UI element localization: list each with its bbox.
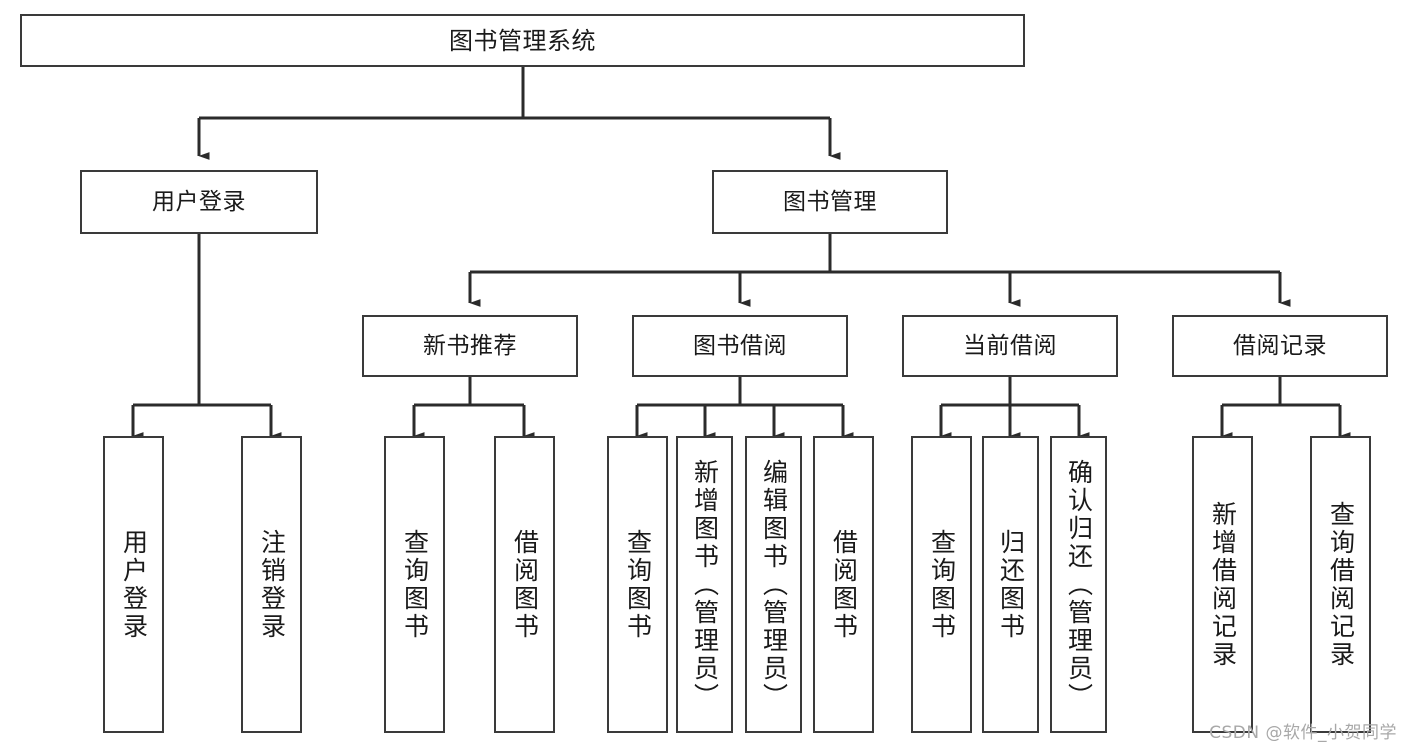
leaf-borrow-book-label: 借阅图书 xyxy=(829,528,859,641)
leaf-edit-book-admin-label: 编辑图书（管理员） xyxy=(759,458,789,711)
leaf-user-login-label: 用户登录 xyxy=(119,528,149,641)
node-current-borrow[interactable]: 当前借阅 xyxy=(902,315,1118,377)
csdn-watermark: CSDN @软件_小贺同学 xyxy=(1209,723,1397,743)
node-borrow-record-label: 借阅记录 xyxy=(1233,332,1327,359)
leaf-logout[interactable]: 注销登录 xyxy=(241,436,302,733)
leaf-query-book-recommend[interactable]: 查询图书 xyxy=(384,436,445,733)
leaf-user-login[interactable]: 用户登录 xyxy=(103,436,164,733)
node-user-login-label: 用户登录 xyxy=(152,188,246,215)
leaf-edit-book-admin[interactable]: 编辑图书（管理员） xyxy=(745,436,802,733)
leaf-add-borrow-record-label: 新增借阅记录 xyxy=(1208,500,1238,669)
node-user-login[interactable]: 用户登录 xyxy=(80,170,318,234)
leaf-query-borrow-record-label: 查询借阅记录 xyxy=(1326,500,1356,669)
leaf-query-book-current-label: 查询图书 xyxy=(927,528,957,641)
leaf-return-book[interactable]: 归还图书 xyxy=(982,436,1039,733)
leaf-query-book-current[interactable]: 查询图书 xyxy=(911,436,972,733)
leaf-confirm-return-admin-label: 确认归还（管理员） xyxy=(1064,458,1094,711)
node-book-management-label: 图书管理 xyxy=(783,188,877,215)
leaf-return-book-label: 归还图书 xyxy=(996,528,1026,641)
node-current-borrow-label: 当前借阅 xyxy=(963,332,1057,359)
node-root[interactable]: 图书管理系统 xyxy=(20,14,1025,67)
leaf-logout-label: 注销登录 xyxy=(257,528,287,641)
node-root-label: 图书管理系统 xyxy=(449,26,596,55)
node-new-book-recommend-label: 新书推荐 xyxy=(423,332,517,359)
leaf-add-book-admin[interactable]: 新增图书（管理员） xyxy=(676,436,733,733)
node-new-book-recommend[interactable]: 新书推荐 xyxy=(362,315,578,377)
leaf-confirm-return-admin[interactable]: 确认归还（管理员） xyxy=(1050,436,1107,733)
leaf-query-book-recommend-label: 查询图书 xyxy=(400,528,430,641)
leaf-query-book-borrow-label: 查询图书 xyxy=(623,528,653,641)
node-book-management[interactable]: 图书管理 xyxy=(712,170,948,234)
leaf-query-borrow-record[interactable]: 查询借阅记录 xyxy=(1310,436,1371,733)
node-book-borrow[interactable]: 图书借阅 xyxy=(632,315,848,377)
leaf-add-borrow-record[interactable]: 新增借阅记录 xyxy=(1192,436,1253,733)
leaf-borrow-book-recommend[interactable]: 借阅图书 xyxy=(494,436,555,733)
node-book-borrow-label: 图书借阅 xyxy=(693,332,787,359)
leaf-query-book-borrow[interactable]: 查询图书 xyxy=(607,436,668,733)
node-borrow-record[interactable]: 借阅记录 xyxy=(1172,315,1388,377)
leaf-add-book-admin-label: 新增图书（管理员） xyxy=(690,458,720,711)
leaf-borrow-book-recommend-label: 借阅图书 xyxy=(510,528,540,641)
leaf-borrow-book[interactable]: 借阅图书 xyxy=(813,436,874,733)
